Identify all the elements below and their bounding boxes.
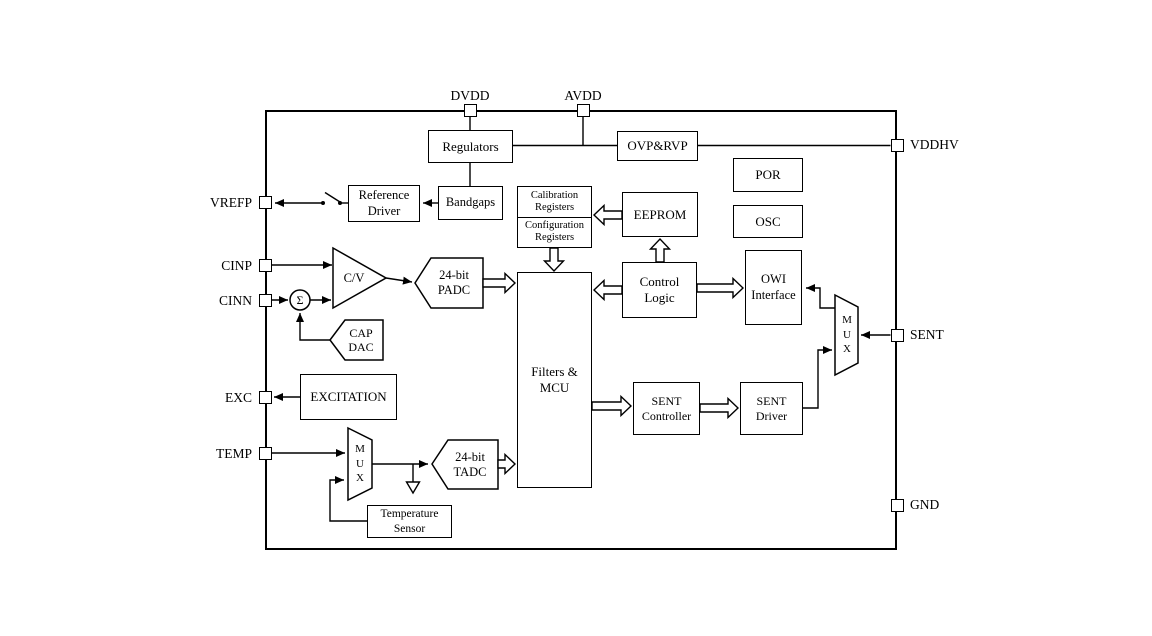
block-registers: Calibration Registers Configuration Regi… bbox=[517, 186, 592, 248]
block-regulators: Regulators bbox=[428, 130, 513, 163]
block-temperature-sensor: Temperature Sensor bbox=[367, 505, 452, 538]
pin-vddhv bbox=[890, 138, 904, 152]
padc-label: 24-bit PADC bbox=[437, 268, 471, 297]
pin-label-cinp: CINP bbox=[221, 258, 252, 273]
bus-sentcontroller-to-sentdriver bbox=[699, 396, 740, 420]
block-sent-controller: SENT Controller bbox=[633, 382, 700, 435]
bus-controllogic-to-mcu bbox=[592, 278, 623, 302]
pin-label-temp: TEMP bbox=[215, 446, 252, 461]
switch-contact-right bbox=[338, 201, 342, 205]
pin-label-cinn: CINN bbox=[219, 293, 252, 308]
pin-label-avdd: AVDD bbox=[564, 88, 602, 103]
wire-capdac-sigma bbox=[296, 313, 331, 341]
pin-gnd bbox=[890, 498, 904, 512]
pin-label-sent: SENT bbox=[910, 327, 944, 342]
sent-mux-shape bbox=[834, 293, 859, 377]
block-bandgaps: Bandgaps bbox=[438, 186, 503, 220]
pin-label-dvdd: DVDD bbox=[450, 88, 490, 103]
pin-label-vrefp: VREFP bbox=[209, 195, 252, 210]
pin-cinp bbox=[258, 258, 272, 272]
block-calibration-registers: Calibration Registers bbox=[518, 187, 591, 218]
wire-sentdriver-mux bbox=[803, 346, 832, 409]
pin-label-exc: EXC bbox=[225, 390, 252, 405]
block-owi-interface: OWI Interface bbox=[745, 250, 802, 325]
cv-amp-label: C/V bbox=[343, 270, 365, 285]
wire-tempsensor-mux bbox=[329, 476, 367, 522]
bus-eeprom-to-registers bbox=[592, 203, 623, 227]
cap-dac-label: CAP DAC bbox=[348, 325, 374, 354]
block-reference-driver: Reference Driver bbox=[348, 185, 420, 222]
pin-label-vddhv: VDDHV bbox=[910, 137, 959, 152]
sent-mux-label: MUX bbox=[842, 313, 852, 356]
pin-exc bbox=[258, 390, 272, 404]
block-por: POR bbox=[733, 158, 803, 192]
pin-temp bbox=[258, 446, 272, 460]
tadc-label: 24-bit TADC bbox=[453, 449, 487, 479]
pin-cinn bbox=[258, 293, 272, 307]
block-control-logic: Control Logic bbox=[622, 262, 697, 318]
temp-mux-label: MUX bbox=[355, 442, 365, 485]
bus-mcu-to-sentcontroller bbox=[591, 394, 633, 418]
bus-padc-to-mcu bbox=[482, 271, 517, 295]
block-filters-mcu: Filters & MCU bbox=[517, 272, 592, 488]
summing-node-shape bbox=[289, 289, 311, 311]
bus-registers-to-mcu bbox=[542, 247, 566, 273]
pin-sent bbox=[890, 328, 904, 342]
bus-controllogic-to-owi bbox=[696, 276, 745, 300]
block-ovp-rvp: OVP&RVP bbox=[617, 131, 698, 161]
block-osc: OSC bbox=[733, 205, 803, 238]
pin-dvdd bbox=[463, 103, 477, 117]
wire-cv-padc bbox=[385, 276, 413, 285]
switch-contact-left bbox=[321, 201, 325, 205]
bus-tadc-to-mcu bbox=[497, 452, 517, 476]
block-excitation: EXCITATION bbox=[300, 374, 397, 420]
block-eeprom: EEPROM bbox=[622, 192, 698, 237]
bus-controllogic-to-eeprom bbox=[648, 237, 672, 263]
cap-dac-shape bbox=[329, 319, 384, 361]
wire-mux-owi bbox=[806, 284, 835, 309]
cv-amp-shape bbox=[332, 246, 388, 310]
summing-node-label: Σ bbox=[296, 292, 304, 307]
switch-blade bbox=[324, 191, 341, 203]
block-configuration-registers: Configuration Registers bbox=[525, 220, 584, 244]
pin-label-gnd: GND bbox=[910, 497, 940, 512]
block-sent-driver: SENT Driver bbox=[740, 382, 803, 435]
temp-mux-shape bbox=[347, 426, 373, 502]
pin-vrefp bbox=[258, 195, 272, 209]
open-down-arrow bbox=[405, 481, 421, 495]
pin-avdd bbox=[576, 103, 590, 117]
